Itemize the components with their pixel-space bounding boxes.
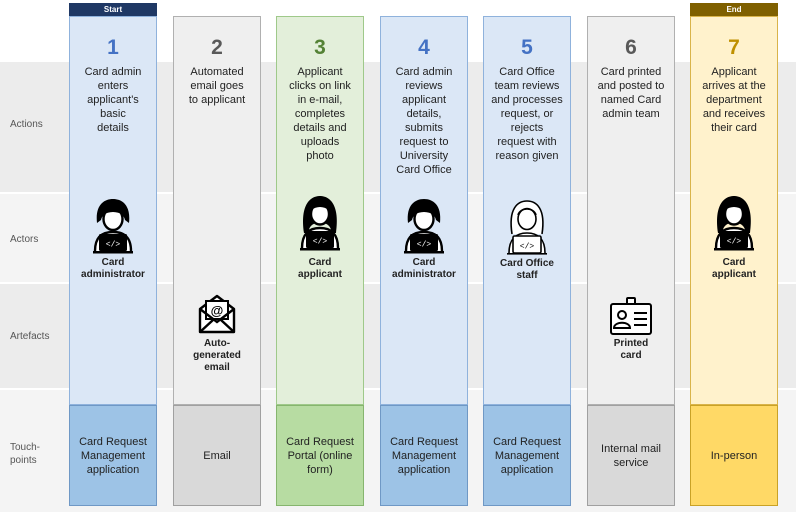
row-label-touchpoints: Touch-points [10, 442, 41, 466]
step-column-2 [173, 16, 261, 405]
step-action-1: Card admin enters applicant's basic deta… [84, 66, 142, 134]
step-number-4: 4 [418, 36, 430, 59]
person-laptop-icon: </> [380, 196, 468, 254]
actor-label-4: Card administrator [392, 257, 456, 280]
svg-text:</>: </> [417, 241, 432, 250]
row-label-actors: Actors [10, 234, 39, 245]
envelope-at-icon: @ [173, 292, 261, 334]
svg-text:</>: </> [520, 243, 535, 252]
touchpoint-6: Internal mail service [587, 405, 675, 506]
touchpoint-4: Card Request Management application [380, 405, 468, 506]
touchpoint-2: Email [173, 405, 261, 506]
step-action-3: Applicant clicks on link in e-mail, comp… [289, 66, 351, 162]
artefact-label-2: Auto-generated email [193, 338, 241, 373]
touchpoint-1: Card Request Management application [69, 405, 157, 506]
person-laptop-icon: </> [690, 193, 778, 251]
start-header: Start [69, 3, 157, 16]
touchpoint-5: Card Request Management application [483, 405, 571, 506]
step-number-7: 7 [728, 36, 740, 59]
id-card-icon [587, 296, 675, 336]
person-laptop-outline-icon: </> [483, 198, 571, 256]
person-laptop-icon: </> [276, 193, 364, 251]
svg-text:</>: </> [727, 238, 742, 247]
step-action-4: Card admin reviews applicant details, su… [395, 66, 453, 176]
step-column-3 [276, 16, 364, 405]
actor-label-5: Card Office staff [500, 258, 554, 281]
step-action-6: Card printed and posted to named Card ad… [597, 66, 665, 120]
step-number-6: 6 [625, 36, 637, 59]
step-number-1: 1 [107, 36, 119, 59]
step-number-5: 5 [521, 36, 533, 59]
artefact-label-6: Printed card [613, 338, 649, 361]
person-laptop-icon: </> [69, 196, 157, 254]
end-header: End [690, 3, 778, 16]
actor-label-1: Card administrator [81, 257, 145, 280]
step-action-5: Card Office team reviews and processes r… [491, 66, 563, 162]
step-action-7: Applicant arrives at the department and … [702, 66, 766, 134]
svg-text:</>: </> [313, 238, 328, 247]
row-label-actions: Actions [10, 119, 43, 130]
touchpoint-3: Card Request Portal (online form) [276, 405, 364, 506]
actor-label-3: Card applicant [298, 257, 342, 280]
row-label-artefacts: Artefacts [10, 331, 50, 342]
svg-text:</>: </> [106, 241, 121, 250]
step-action-2: Automated email goes to applicant [188, 66, 246, 106]
step-number-2: 2 [211, 36, 223, 59]
step-number-3: 3 [314, 36, 326, 59]
touchpoint-7: In-person [690, 405, 778, 506]
step-column-6 [587, 16, 675, 405]
svg-text:@: @ [211, 303, 224, 318]
actor-label-7: Card applicant [712, 257, 756, 280]
